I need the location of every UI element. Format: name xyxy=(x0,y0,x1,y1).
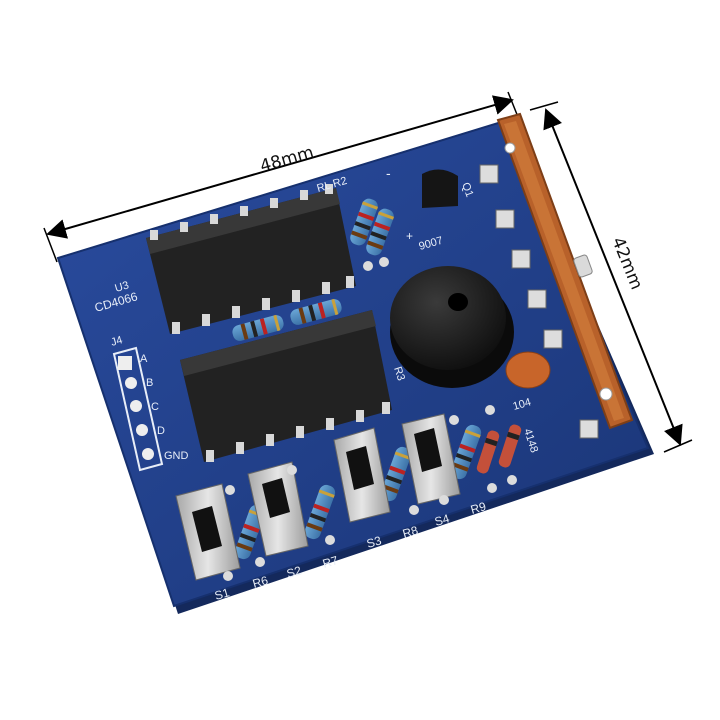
switch-s1 xyxy=(175,483,241,581)
ic-chip-lower xyxy=(180,310,392,462)
switch-s4 xyxy=(401,413,461,505)
label-pin-gnd: GND xyxy=(164,450,189,462)
label-plus: + xyxy=(406,229,413,243)
transistor-q1 xyxy=(422,169,458,208)
label-r8: R8 xyxy=(401,523,420,541)
label-s1: S1 xyxy=(213,585,231,603)
ceramic-capacitor xyxy=(505,351,551,389)
label-r6: R6 xyxy=(251,573,270,591)
label-j4: J4 xyxy=(110,334,124,349)
label-r3: R3 xyxy=(391,365,407,382)
label-s3: S3 xyxy=(365,533,383,551)
switch-s3 xyxy=(333,427,391,523)
label-pin-c: C xyxy=(151,401,159,413)
label-u3: U3 xyxy=(114,279,131,294)
label-r7: R7 xyxy=(321,553,340,571)
diodes xyxy=(476,424,522,474)
solder-pads xyxy=(223,257,517,581)
label-pin-b: B xyxy=(146,377,153,389)
label-r9: R9 xyxy=(469,499,488,517)
label-pin-a: A xyxy=(140,353,148,365)
height-label: 42mm xyxy=(607,234,646,292)
label-pin-d: D xyxy=(157,425,165,437)
label-s4: S4 xyxy=(433,511,451,529)
header-j4 xyxy=(112,346,164,472)
label-s2: S2 xyxy=(285,563,303,581)
slide-switches xyxy=(175,413,461,581)
ic-chip-upper xyxy=(146,184,356,334)
buzzer xyxy=(390,266,514,388)
switch-s2 xyxy=(247,461,309,557)
width-label: 48mm xyxy=(258,142,316,176)
relay-pads xyxy=(479,164,599,439)
label-minus: - xyxy=(386,165,391,181)
relay-board xyxy=(496,112,634,430)
label-q1: Q1 xyxy=(459,181,475,199)
label-104: 104 xyxy=(512,396,533,413)
